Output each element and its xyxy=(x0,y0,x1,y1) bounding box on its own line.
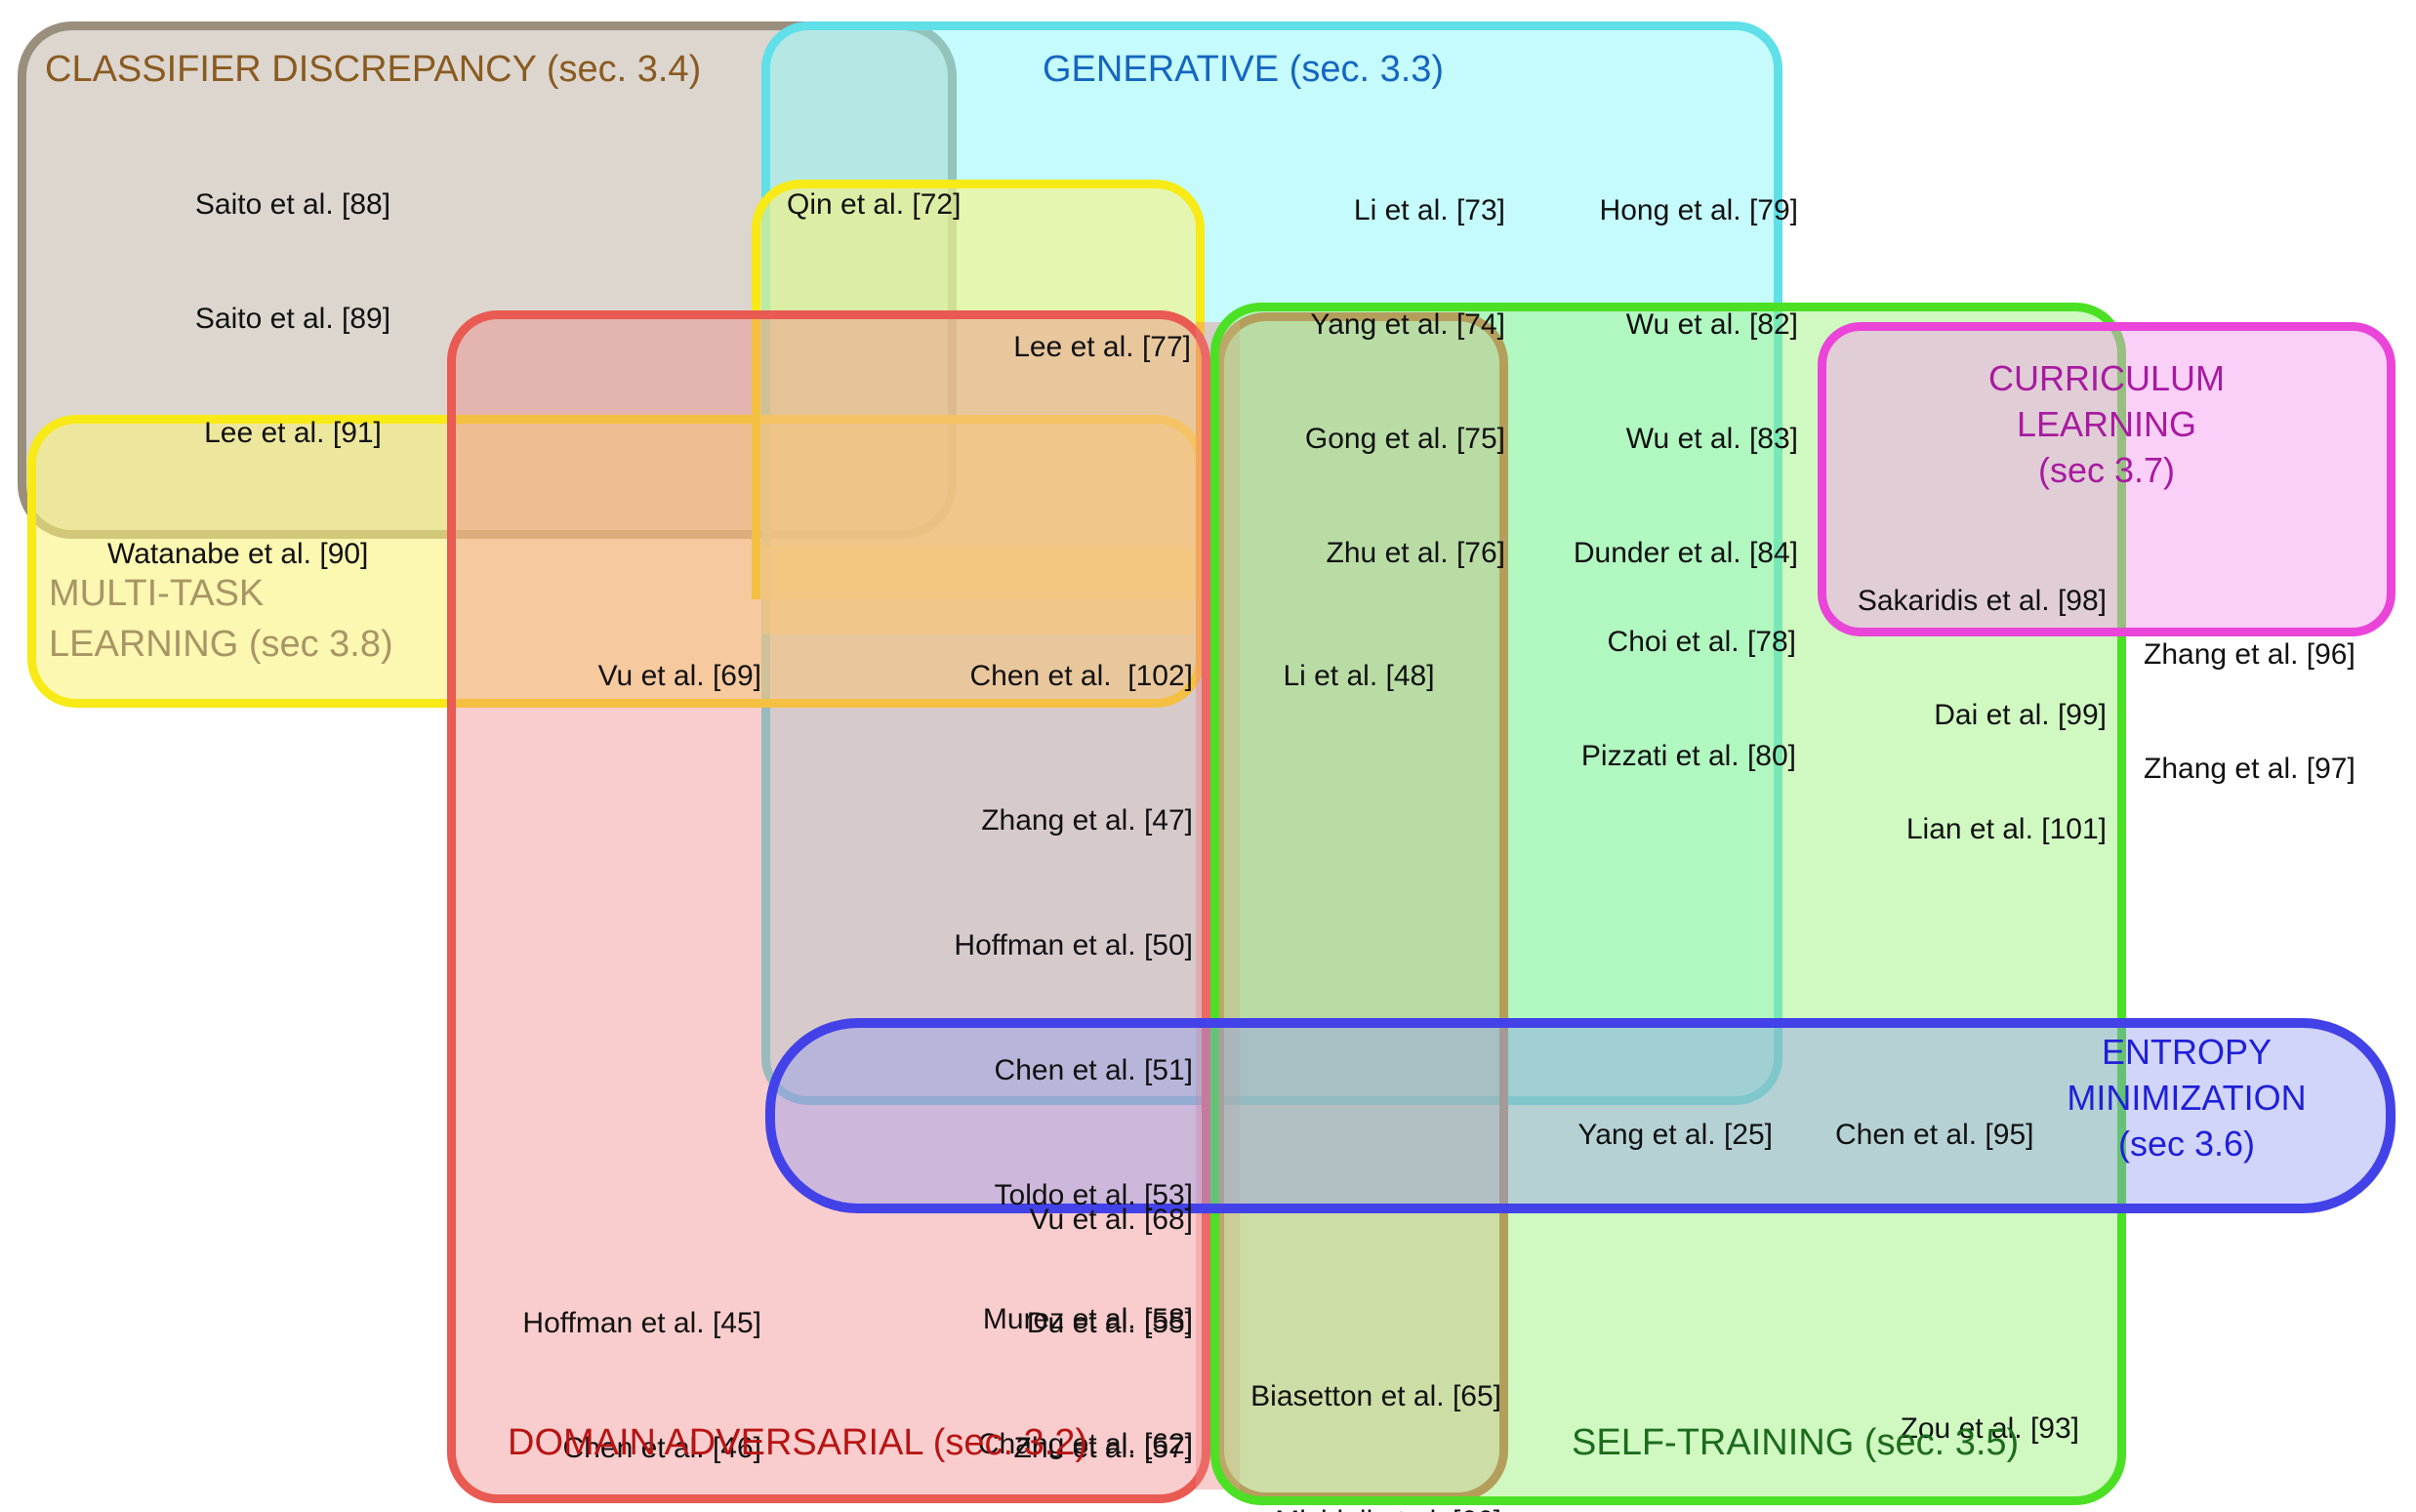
list-generative-multitask-domain-adversarial: Chen et al. [102] xyxy=(939,581,1194,771)
list-domain-adversarial-self-training: Biasetton et al. [65] Michieli et al. [6… xyxy=(1218,1293,1501,1512)
list-item: Saito et al. [88] xyxy=(194,188,391,221)
list-item: Lee et al. [91] xyxy=(204,417,382,449)
region-self-training[interactable] xyxy=(1210,303,2126,1505)
list-item: Hoffman et al. [50] xyxy=(954,928,1193,961)
list-generative-domain-adversarial-self-training: Li et al. [48] xyxy=(1222,581,1495,771)
list-item: Zhang et al. [47] xyxy=(981,804,1193,838)
list-item: Qin et al. [72] xyxy=(787,188,962,221)
list-generative-domain-adversarial-entropy: Vu et al. [68] xyxy=(968,1124,1193,1315)
list-item: Sakaridis et al. [98] xyxy=(1857,585,2107,617)
list-item: Lian et al. [101] xyxy=(1905,813,2107,845)
multitask-join-patch xyxy=(762,547,1194,634)
list-generative-multitask: Lee et al. [77] xyxy=(957,252,1191,442)
list-item: Toldo et al. [53] xyxy=(994,1178,1193,1211)
list-item: Hong et al. [79] xyxy=(1599,194,1798,226)
list-item: Hoffman et al. [45] xyxy=(522,1307,761,1340)
region-domain-adversarial-right-lobe[interactable] xyxy=(1215,312,1508,1501)
list-item: Chang et al. [62] xyxy=(977,1428,1193,1461)
list-domain-adversarial-col2: Du et al. [55] Zhu et al. [57] Sankarana… xyxy=(771,1220,1193,1512)
region-entropy-minimization[interactable] xyxy=(765,1018,2396,1213)
list-item: Yang et al. [74] xyxy=(1310,308,1505,341)
caption-multitask-learning: MULTI-TASK LEARNING (sec 3.8) xyxy=(49,573,393,665)
region-multitask-learning-upper-arm[interactable] xyxy=(752,180,1205,599)
list-self-training-entropy: Chen et al. [95] xyxy=(1835,1040,2033,1230)
list-item: Zhang et al. [97] xyxy=(2144,753,2355,785)
list-item: Michieli et al. [66] xyxy=(1218,1501,1501,1512)
list-item: Vu et al. [68] xyxy=(1029,1204,1193,1236)
list-item: Saito et al. [89] xyxy=(194,303,391,335)
list-item: Pizzati et al. [80] xyxy=(1580,740,1796,772)
list-classifier-generative: Qin et al. [72] xyxy=(787,109,961,300)
list-generative-domain-adversarial: Zhang et al. [47] Hoffman et al. [50] Ch… xyxy=(910,717,1193,1512)
list-item: Lee et al. [77] xyxy=(1013,331,1191,363)
list-classifier-discrepancy: Saito et al. [88] Saito et al. [89] Lee … xyxy=(127,109,459,528)
list-generative-self-training: Choi et al. [78] Pizzati et al. [80] xyxy=(1533,547,1796,851)
list-item: Li et al. [48] xyxy=(1283,660,1435,692)
list-item: Zhu et al. [57] xyxy=(1013,1431,1193,1464)
list-generative-col2: Hong et al. [79] Wu et al. [82] Wu et al… xyxy=(1525,115,1798,648)
list-domain-adversarial-col1: Hoffman et al. [45] Chen et al. [46] Hua… xyxy=(478,1220,761,1512)
list-item: Choi et al. [78] xyxy=(1607,626,1796,658)
list-item: Chen et al. [46] xyxy=(562,1431,761,1464)
list-item: Zou et al. [93] xyxy=(1900,1412,2079,1446)
caption-classifier-discrepancy: CLASSIFIER DISCREPANCY (sec. 3.4) xyxy=(45,49,702,90)
list-item: Gong et al. [75] xyxy=(1304,423,1505,455)
region-curriculum-learning[interactable] xyxy=(1818,322,2396,636)
list-item: Dunder et al. [84] xyxy=(1573,537,1798,569)
caption-generative: GENERATIVE (sec. 3.3) xyxy=(1043,49,1445,90)
caption-entropy-minimization: ENTROPY MINIMIZATION (sec 3.6) xyxy=(2067,1032,2307,1164)
list-item: Yang et al. [25] xyxy=(1577,1119,1773,1151)
region-domain-adversarial[interactable] xyxy=(447,310,1210,1503)
list-item: Vu et al. [69] xyxy=(597,660,761,692)
list-item: Wu et al. [83] xyxy=(1625,423,1798,455)
list-item: Chen et al. [102] xyxy=(969,660,1194,692)
list-item: Dai et al. [99] xyxy=(1934,699,2107,731)
list-item: Chen et al. [95] xyxy=(1835,1119,2034,1151)
list-item: Biasetton et al. [65] xyxy=(1250,1380,1501,1413)
list-classifier-multitask: Watanabe et al. [90] xyxy=(107,459,368,649)
list-item: Chen et al. [51] xyxy=(994,1053,1193,1086)
caption-domain-adversarial: DOMAIN ADVERSARIAL (sec. 3.2) xyxy=(508,1422,1088,1463)
list-curriculum-exclusive: Zhang et al. [96] Zhang et al. [97] xyxy=(2144,559,2355,864)
list-item: Du et al. [55] xyxy=(1026,1307,1193,1340)
list-item: Zhang et al. [96] xyxy=(2144,638,2355,671)
list-item: Watanabe et al. [90] xyxy=(107,538,369,570)
list-item: Wu et al. [82] xyxy=(1625,308,1798,341)
list-generative-col1: Li et al. [73] Yang et al. [74] Gong et … xyxy=(1290,115,1505,648)
list-item: Li et al. [73] xyxy=(1353,194,1505,226)
list-multitask-domain-adversarial: Vu et al. [69] xyxy=(547,581,761,771)
list-self-training-curriculum: Sakaridis et al. [98] Dai et al. [99] Li… xyxy=(1804,506,2107,924)
list-item: Murez et al. [58] xyxy=(982,1303,1193,1336)
list-generative-self-training-entropy: Yang et al. [25] xyxy=(1519,1040,1773,1230)
list-item: Zhu et al. [76] xyxy=(1326,537,1505,569)
list-self-training-exclusive: Zou et al. [93] Zou et al. [94] xyxy=(1845,1326,2079,1512)
caption-self-training: SELF-TRAINING (sec. 3.5) xyxy=(1572,1422,2020,1463)
caption-curriculum-learning: CURRICULUM LEARNING (sec 3.7) xyxy=(1988,358,2225,490)
